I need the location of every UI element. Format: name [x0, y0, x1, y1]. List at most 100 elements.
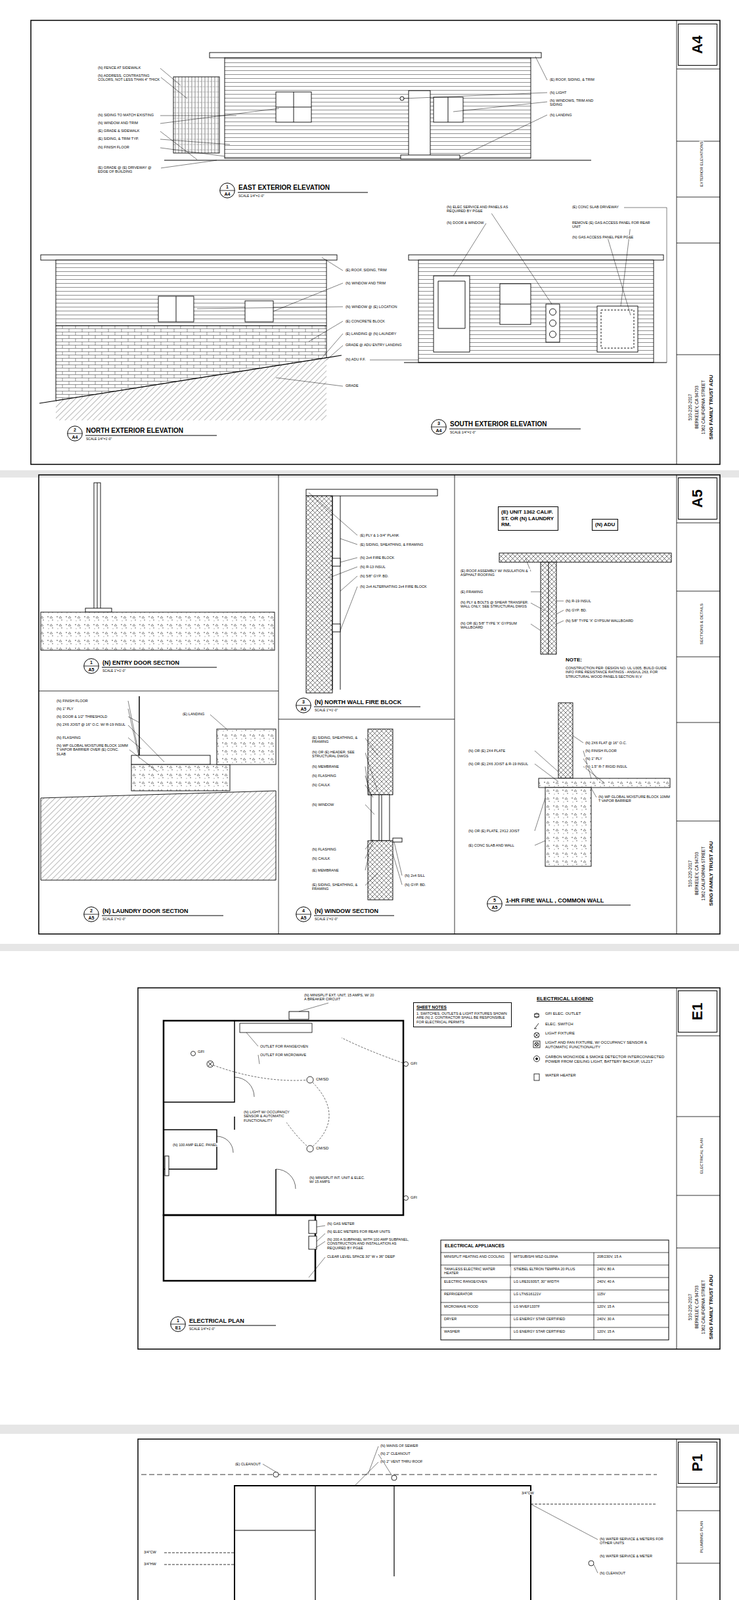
callout-label: LG MVEF1337F — [513, 1304, 541, 1309]
sheet-frame — [38, 474, 720, 935]
callout-label: (N) CLEANOUT — [599, 1571, 627, 1576]
callout-label: (N) LIGHT — [549, 90, 567, 95]
leader-line — [128, 700, 227, 772]
callout-label: (E) SIDING, SHEATHING, & FRAMING — [311, 882, 366, 892]
plumbing-plan — [588, 1560, 594, 1567]
south-elevation — [545, 304, 560, 343]
east-elevation — [275, 91, 312, 123]
callout-label: SCALE 1"=1'-0" — [101, 917, 127, 922]
legend-symbol — [534, 1013, 540, 1019]
title-block-text: ELECTRICAL PLAN — [699, 1137, 705, 1175]
detail-number: 5 — [486, 897, 503, 904]
south-elevation — [418, 260, 654, 363]
callout-label: (N) OR (E) 5/8" TYPE 'X' GYPSUM WALLBOAR… — [459, 621, 531, 630]
legend-symbol — [534, 1013, 540, 1019]
box-heading: (E) UNIT 1362 CALIF. ST. OR (N) LAUNDRY … — [501, 509, 556, 529]
legend-entry: LIGHT FIXTURE — [532, 1031, 671, 1036]
sheet-reference: A4 — [430, 427, 447, 434]
sheet-reference: A4 — [67, 434, 83, 441]
leader-line — [525, 558, 564, 631]
north-wall-fire-block — [332, 558, 341, 567]
window-section — [392, 838, 403, 843]
callout-label: (N) 1.5" R-7 RIGID INSUL — [584, 764, 628, 769]
callout-label: (N) 200 A SUBPANEL WITH 100 AMP SUBPANEL… — [326, 1237, 414, 1251]
callout-label: (N) SIDING TO MATCH EXISTING — [97, 112, 155, 117]
east-elevation — [209, 52, 542, 58]
legend-symbol — [532, 1073, 542, 1082]
south-elevation — [549, 331, 557, 338]
callout-label: (N) DOOR & 1/2" THRESHOLD — [55, 714, 108, 719]
legend-entry: LIGHT AND FAN FIXTURE, W/ OCCUPANCY SENS… — [532, 1040, 671, 1050]
sheet-paper — [0, 951, 739, 1425]
callout-circle — [84, 907, 100, 923]
sheet-paper — [0, 477, 739, 944]
callout-label: TANKLESS ELECTRIC WATER HEATER — [443, 1267, 511, 1276]
callout-label: SCALE 1"=1'-0" — [313, 917, 339, 922]
electrical-symbols — [191, 1051, 196, 1057]
fire-wall-plan — [540, 562, 557, 655]
detail-number: 3 — [430, 420, 447, 427]
south-elevation — [597, 306, 638, 353]
callout-label: (N) DOOR & WINDOW — [446, 220, 485, 225]
entry-door-section — [40, 482, 275, 651]
plumbing-plan — [141, 1474, 657, 1476]
floor-plan — [239, 1023, 313, 1033]
callout-label: SCALE 1/4"=1'-0" — [85, 437, 113, 442]
callout-label: 115V — [596, 1292, 606, 1297]
entry-door-section — [97, 482, 98, 613]
callout-label: REFRIGERATOR — [443, 1292, 473, 1297]
east-elevation — [408, 90, 431, 157]
callout-label: CONSTRUCTION PER: DESIGN NO. UL U305, BU… — [564, 666, 672, 679]
appliance-table — [440, 1240, 669, 1341]
sheet-frame — [676, 987, 720, 1350]
leader-line — [160, 56, 667, 387]
north-elevation — [158, 296, 194, 322]
callout-label: (N) ADU F.F. — [344, 357, 367, 362]
callout-label: (E) GRADE @ (E) DRIVEWAY @ EDGE OF BUILD… — [97, 165, 161, 175]
callout-label: MITSUBISHI MSZ-GL09NA — [513, 1254, 560, 1259]
callout-label: (E) SIDING, & TRIM TYP. — [97, 136, 140, 141]
legend-symbol — [534, 1056, 540, 1063]
window-section — [367, 840, 393, 900]
callout-label: GRADE @ ADU ENTRY LANDING — [344, 342, 403, 347]
sheet-number-text: E1 — [689, 1003, 707, 1021]
callout-label: MICROWAVE HOOD — [443, 1304, 479, 1309]
south-elevation — [408, 254, 664, 261]
callout-circle — [296, 907, 312, 923]
callout-label: (E) SIDING, SHEATHING, & FRAMING — [311, 735, 366, 745]
callout-label: (N) 2" VENT THRU ROOF — [379, 1459, 424, 1464]
leader-line — [365, 738, 403, 886]
north-elevation — [39, 254, 342, 421]
leader-line — [246, 1003, 329, 1278]
callout-label: (N) MINISPLIT INT. UNIT & ELEC. W/ 15 AM… — [308, 1175, 370, 1185]
callout-label: (N) PLY & BOLTS @ SHEAR TRANSFER. WALL O… — [459, 600, 531, 609]
leader-line — [262, 1446, 598, 1574]
title-block-text: BERKELEY, CA 94703 — [694, 851, 699, 896]
sheet-frame — [38, 474, 720, 935]
leader-line — [246, 1003, 329, 1278]
callout-circle — [67, 426, 83, 442]
legend-symbol — [532, 1054, 542, 1063]
callout-label: LG ENERGY STAR CERTIFIED — [513, 1329, 566, 1334]
sheet-number-text: A4 — [689, 35, 707, 54]
detail-callout: 1A4 — [219, 182, 236, 199]
electrical-symbols — [403, 1062, 409, 1067]
sheet-reference: A5 — [295, 706, 312, 713]
callout-label: 3/4"HW — [143, 1562, 157, 1567]
sheet-reference: A5 — [83, 666, 100, 673]
floor-plan — [289, 1011, 309, 1020]
legend-text: GFI ELEC. OUTLET — [545, 1011, 669, 1017]
box-heading: SHEET NOTES — [416, 1005, 509, 1011]
legend-entry: CARBON MONOXIDE & SMOKE DETECTOR INTERCO… — [532, 1054, 671, 1065]
detail-number: 2 — [83, 907, 100, 914]
title-underline — [505, 905, 631, 906]
legend-symbol — [535, 1043, 538, 1046]
callout-label: (E) CONC SLAB DRIVEWAY — [571, 204, 620, 209]
callout-label: LG LTNS16121V — [513, 1292, 542, 1297]
callout-label: (N) MAINS OF SEWER — [379, 1443, 419, 1448]
leader-line — [160, 68, 280, 169]
callout-circle — [296, 698, 312, 714]
callout-label: (N) 2X6 JOIST @ 16" O.C. W/ R-19 INSUL — [55, 722, 127, 727]
sheet-number: A4 — [677, 23, 718, 66]
legend-symbol — [533, 1041, 540, 1048]
